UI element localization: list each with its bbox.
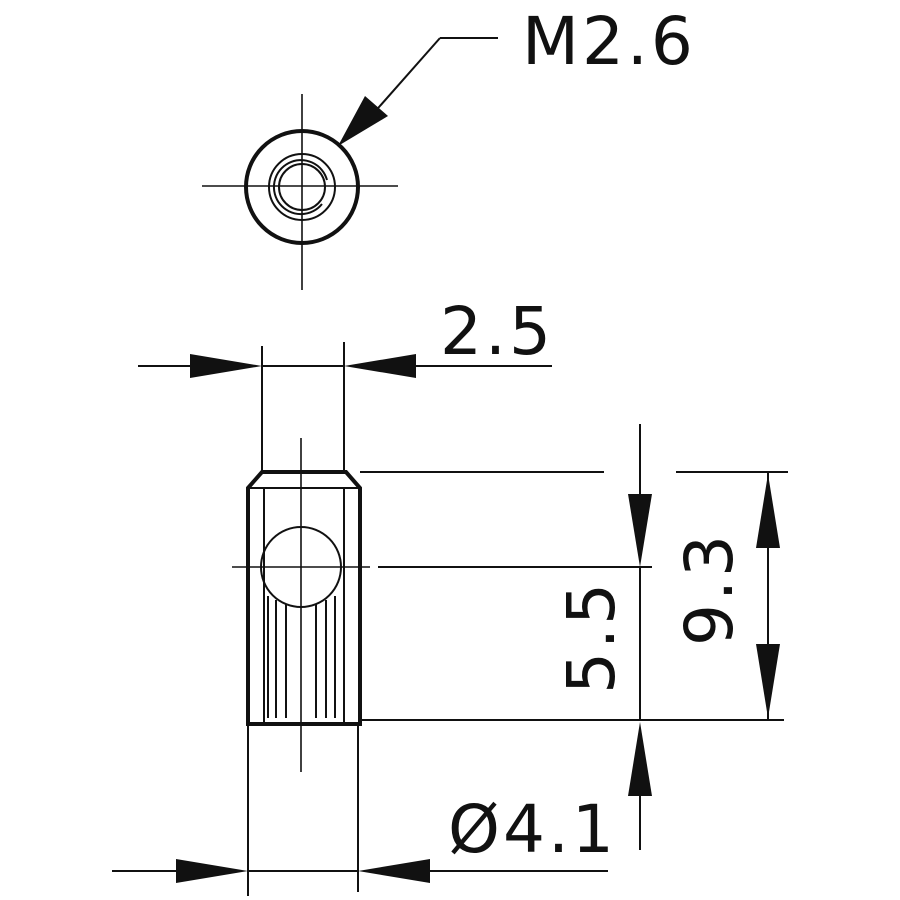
thread-leader-arrowhead bbox=[338, 96, 388, 146]
width-dimension-text: 2.5 bbox=[440, 293, 554, 370]
diameter-dimension: Ø4.1 bbox=[112, 724, 617, 896]
length-dimension-text: 9.3 bbox=[671, 532, 748, 646]
end-view-outer-circle bbox=[244, 129, 360, 245]
hole-dim-arrow-top bbox=[628, 494, 652, 567]
length-arrow-bottom bbox=[756, 644, 780, 718]
length-arrow-top bbox=[756, 474, 780, 548]
length-dimension: 9.3 bbox=[671, 472, 780, 720]
diameter-dimension-text: Ø4.1 bbox=[448, 791, 617, 868]
diameter-arrow-right bbox=[358, 859, 430, 883]
diameter-arrow-left bbox=[176, 859, 248, 883]
hole-position-dimension-text: 5.5 bbox=[553, 580, 630, 694]
end-view bbox=[202, 94, 398, 290]
side-view bbox=[232, 438, 370, 772]
end-view-thread-minor-circle bbox=[278, 163, 326, 211]
hole-position-dimension: 5.5 bbox=[553, 424, 652, 850]
end-view-thread-major-arc bbox=[272, 159, 328, 216]
thread-leader-diagonal bbox=[371, 37, 441, 116]
thread-callout: M2.6 bbox=[338, 3, 696, 146]
width-arrow-right bbox=[344, 354, 416, 378]
hole-dim-arrow-bottom bbox=[628, 722, 652, 796]
thread-callout-text: M2.6 bbox=[522, 3, 696, 80]
end-view-inner-circle bbox=[268, 153, 336, 221]
width-dimension: 2.5 bbox=[138, 293, 554, 472]
width-arrow-left bbox=[190, 354, 262, 378]
